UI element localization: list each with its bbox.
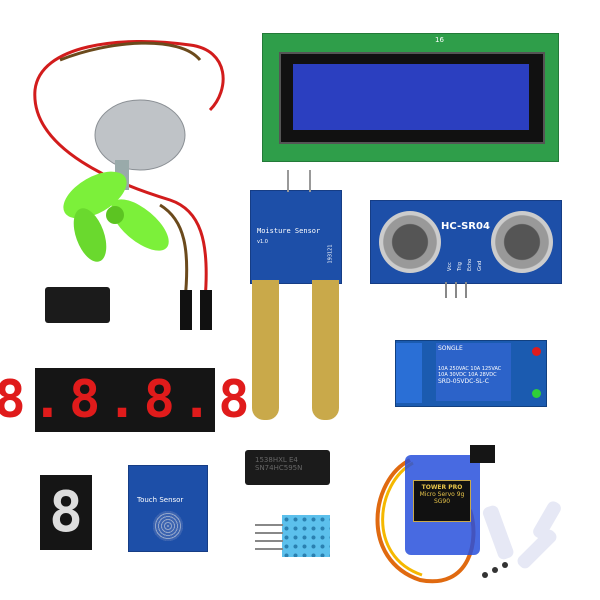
- touch-sensor-module: Touch Sensor: [128, 465, 208, 552]
- chip-line-1: 1538HXL E4: [255, 456, 298, 464]
- single-seven-segment-display: 8: [40, 475, 92, 550]
- servo-horn: [482, 505, 514, 560]
- probe-right: [312, 280, 339, 420]
- display-digit: 8: [49, 480, 83, 545]
- screw: [482, 572, 488, 578]
- servo-code: SG90: [433, 498, 451, 505]
- relay-body: SONGLE 10A 250VAC 10A 125VAC 10A 30VDC 1…: [436, 343, 511, 401]
- version-label: v1.0: [257, 239, 268, 245]
- dht11-sensor: [282, 515, 330, 557]
- transducer-right: [491, 211, 553, 273]
- wire-pin-2: [200, 290, 212, 330]
- header-pins: [287, 170, 311, 192]
- led-red: [532, 347, 541, 356]
- relay-rating-2: 10A 30VDC 10A 28VDC: [438, 372, 497, 378]
- display-digits: 8.8.8.8: [0, 370, 256, 430]
- four-digit-seven-segment-display: 8.8.8.8: [0, 368, 250, 432]
- lcd-pin-label: 16: [435, 36, 444, 44]
- servo-label: TOWER PRO Micro Servo 9g SG90: [413, 480, 471, 522]
- fan-blade: [63, 171, 127, 219]
- lcd-1602-module: 16: [262, 33, 559, 162]
- hc-sr04-ultrasonic-sensor: HC-SR04 Vcc Trig Echo Gnd: [370, 200, 562, 284]
- moisture-sensor-module: Moisture Sensor v1.0 193121: [250, 190, 342, 284]
- moisture-sensor-label: Moisture Sensor: [257, 227, 321, 235]
- servo-model: Micro Servo 9g: [419, 491, 465, 498]
- touch-pad: [153, 511, 183, 541]
- relay-model: SRD-05VDC-SL-C: [438, 378, 489, 385]
- shift-register-chip: 1538HXL E4 SN74HC595N: [245, 450, 330, 485]
- chip-line-2: SN74HC595N: [255, 464, 303, 472]
- lcd-bezel: [279, 52, 545, 144]
- lcd-screen: [293, 64, 529, 130]
- servo-connector: [470, 445, 495, 463]
- hc-sr04-label: HC-SR04: [441, 221, 490, 232]
- sensor-pins: [445, 282, 475, 298]
- relay-rating-1: 10A 250VAC 10A 125VAC: [438, 366, 502, 372]
- relay-brand: SONGLE: [438, 345, 463, 352]
- brown-wire: [159, 203, 189, 301]
- motor-body: [94, 99, 186, 171]
- red-wire: [33, 40, 225, 301]
- servo-brand: TOWER PRO: [421, 484, 463, 491]
- probe-left: [252, 280, 279, 420]
- dht11-pins: [255, 524, 283, 550]
- transducer-left: [379, 211, 441, 273]
- wire-pin-1: [180, 290, 192, 330]
- ic-chip: [45, 287, 110, 323]
- led-green: [532, 389, 541, 398]
- sg90-servo: TOWER PRO Micro Servo 9g SG90: [405, 455, 480, 555]
- relay-module: SONGLE 10A 250VAC 10A 125VAC 10A 30VDC 1…: [395, 340, 547, 407]
- touch-sensor-label: Touch Sensor: [137, 496, 184, 504]
- terminal-block: [396, 343, 422, 403]
